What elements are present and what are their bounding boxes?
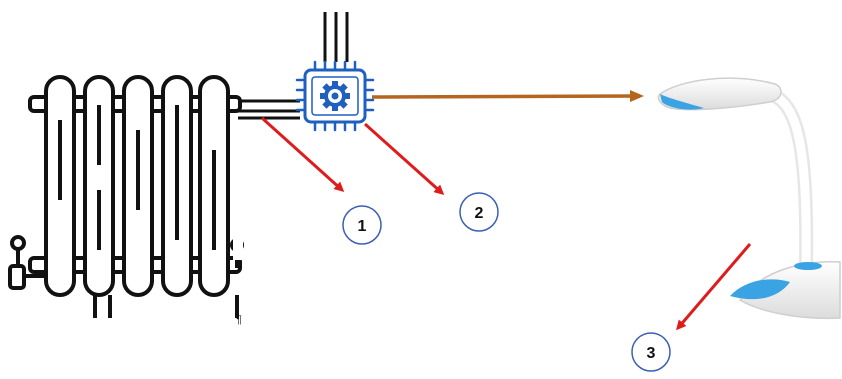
radiator-icon	[8, 75, 244, 318]
callout-1: 1	[342, 205, 382, 245]
callout-2-label: 2	[475, 205, 484, 222]
signal-arrow	[371, 90, 644, 103]
microchip-gear-icon	[295, 60, 375, 132]
callout-arrow-3	[676, 243, 752, 331]
callout-3: 3	[631, 332, 671, 372]
callout-2: 2	[459, 192, 499, 232]
callout-3-label: 3	[647, 345, 656, 362]
radiator-edge-mask	[233, 150, 243, 260]
callout-arrow-2	[363, 122, 445, 196]
pipe-connection	[238, 12, 349, 120]
pilcrow-mark: ¶	[236, 314, 242, 326]
desk-lamp-icon	[657, 77, 841, 320]
callout-1-label: 1	[358, 218, 367, 235]
callout-arrow-1	[260, 116, 345, 193]
